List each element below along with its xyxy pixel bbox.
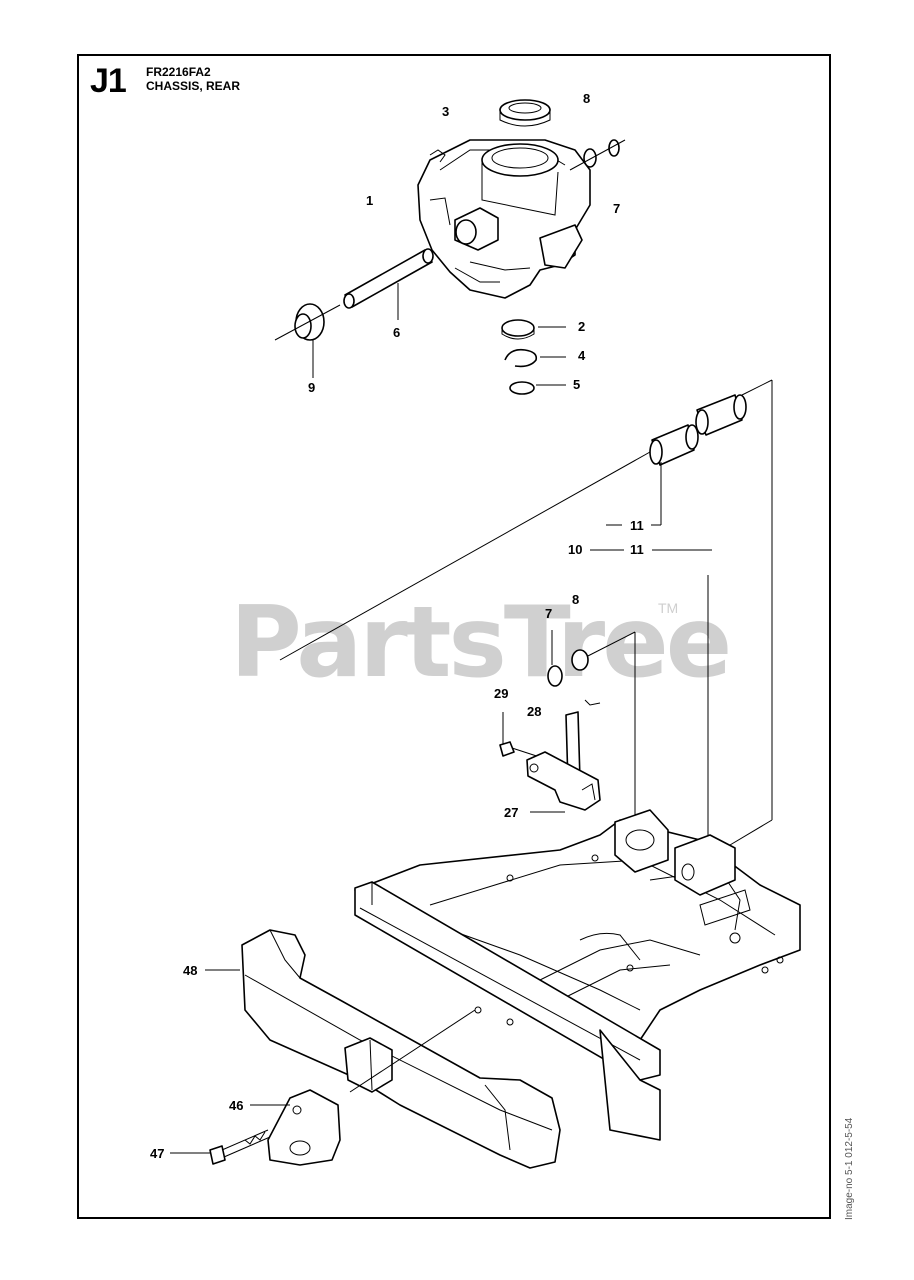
circlip-part-4: [504, 348, 566, 368]
callout-2: 2: [578, 319, 585, 334]
bracket-part-27: [526, 751, 601, 813]
callout-1: 1: [366, 193, 373, 208]
callout-3: 3: [442, 104, 449, 119]
callout-labels: 3 8 1 7 6 2 4 9 5 11 10 11 8 7 29 28 27 …: [150, 91, 644, 1161]
watermark-logo: PartsTree: [230, 586, 732, 700]
callout-28: 28: [527, 704, 541, 719]
watermark-trademark: TM: [658, 600, 679, 616]
chassis-frame: [354, 809, 801, 1141]
bumper-part-48: [205, 929, 561, 1169]
callout-47: 47: [150, 1146, 164, 1161]
callout-5: 5: [573, 377, 580, 392]
callout-4: 4: [578, 348, 586, 363]
page-code: J1: [90, 62, 127, 100]
hitch-plate-part-46: [250, 1089, 341, 1166]
callout-9: 9: [308, 380, 315, 395]
callout-10: 10: [568, 542, 582, 557]
callout-8-middle: 8: [572, 592, 579, 607]
bolt-part-29: [499, 712, 556, 763]
shaft-part-6: [343, 248, 434, 320]
callout-48: 48: [183, 963, 197, 978]
housing-part: [417, 139, 591, 299]
callout-7-middle: 7: [545, 606, 552, 621]
bolt-part-47: [170, 1129, 271, 1165]
ring-parts-7-8-middle: [547, 630, 589, 687]
callout-8: 8: [583, 91, 590, 106]
model-number: FR2216FA2: [146, 65, 211, 79]
bearing-part-2: [501, 319, 566, 340]
callout-11-upper: 11: [630, 518, 644, 533]
diagram-frame: [77, 54, 831, 1219]
callout-7: 7: [613, 201, 620, 216]
section-title: CHASSIS, REAR: [146, 79, 241, 93]
callout-11-lower: 11: [630, 542, 644, 557]
seal-part-3: [499, 99, 551, 127]
ring-parts-8-7-top: [569, 139, 626, 171]
washer-part-5: [509, 381, 566, 395]
callout-27: 27: [504, 805, 518, 820]
callout-46: 46: [229, 1098, 243, 1113]
spacer-parts-11: [279, 379, 773, 661]
bushing-part-9: [274, 303, 341, 378]
callout-6: 6: [393, 325, 400, 340]
callout-29: 29: [494, 686, 508, 701]
